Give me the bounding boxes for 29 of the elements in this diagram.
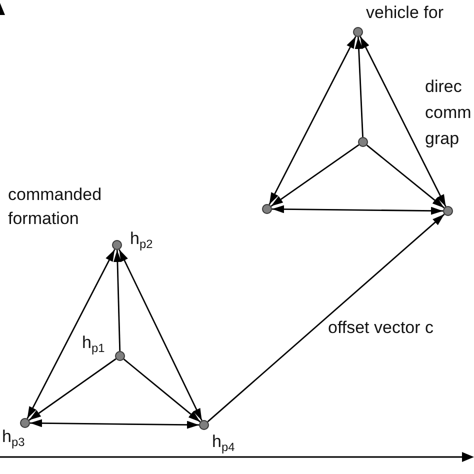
arrow <box>118 249 202 421</box>
node-label: h$_{p3}$ <box>2 427 25 447</box>
node-label: vehicle for <box>366 3 444 23</box>
edge-label: offset vector c <box>328 318 434 338</box>
arrow <box>360 36 446 207</box>
arrow <box>28 358 116 421</box>
arrow <box>123 358 201 422</box>
arrow <box>207 214 445 422</box>
node-dot <box>199 420 209 430</box>
node-dot <box>358 137 368 147</box>
arrow <box>270 144 360 207</box>
node-label: h$_{p4}$ <box>212 432 235 452</box>
node-dot <box>262 204 272 214</box>
arrow <box>30 419 199 429</box>
arrow <box>354 36 364 138</box>
arrow <box>268 36 356 205</box>
arrow <box>26 249 116 419</box>
node-dot <box>443 206 453 216</box>
arrow <box>113 250 122 352</box>
annotation-text: commanded formation <box>8 184 103 230</box>
arrow <box>366 144 445 208</box>
arrow <box>272 205 443 215</box>
node-label: h$_{p1}$ <box>82 333 105 353</box>
node-label: h$_{p2}$ <box>130 229 153 249</box>
node-dot <box>20 418 30 428</box>
annotation-text: direc comm grap <box>425 76 470 150</box>
node-dot <box>112 240 122 250</box>
node-dot <box>353 27 363 37</box>
node-dot <box>115 351 125 361</box>
